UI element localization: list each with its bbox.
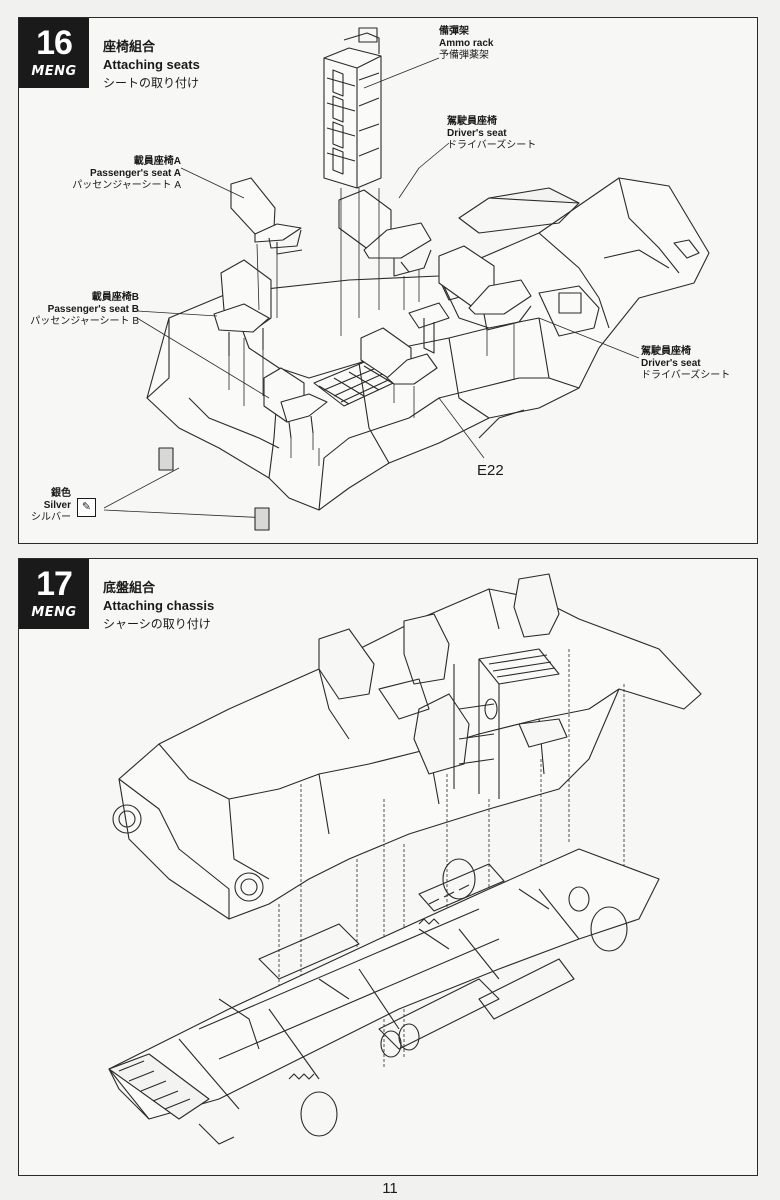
silver-paint-label: 銀色 Silver シルバー [31,488,71,523]
driver-seat-top-label: 駕駛員座椅 Driver's seat ドライバーズシート [447,116,537,151]
step-17-badge: 17 MENG [19,559,89,629]
hull-outline [147,178,709,510]
page-number: 11 [382,1180,398,1197]
upper-hull-outline [113,574,701,919]
step-16-number: 16 [36,24,73,62]
ammo-rack-label: 備彈架 Ammo rack 予備弾薬架 [439,26,494,61]
middle-seat-part [361,328,437,384]
step-16-title-jp: シートの取り付け [103,76,200,90]
step-17-titles: 底盤組合 Attaching chassis シャーシの取り付け [103,579,214,633]
step-16-titles: 座椅組合 Attaching seats シートの取り付け [103,38,200,92]
part-code-e22: E22 [477,462,504,479]
driver-seat-top-part [339,190,431,276]
step-17-title-jp: シャーシの取り付け [103,617,211,631]
passenger-seat-a-part [231,178,302,254]
chassis-part [109,849,659,1144]
step-17-number: 17 [36,565,73,603]
step-16-title-en: Attaching seats [103,57,200,72]
step-17-brand: MENG [31,605,77,620]
step-16-assembly-drawing [19,18,757,543]
ammo-rack-part [324,28,381,188]
step-17-title-cn: 底盤組合 [103,580,156,595]
step-17-title-en: Attaching chassis [103,598,215,613]
step-16-panel: 16 MENG 座椅組合 Attaching seats シートの取り付け [18,17,758,544]
passenger-seat-b-part [214,260,271,356]
passenger-seat-b-label: 載員座椅B Passenger's seat B パッセンジャーシート B [30,292,139,327]
step-16-brand: MENG [31,64,77,79]
driver-seat-right-label: 駕駛員座椅 Driver's seat ドライバーズシート [641,346,731,381]
step-17-panel: 17 MENG 底盤組合 Attaching chassis シャーシの取り付け [18,558,758,1176]
step-16-badge: 16 MENG [19,18,89,88]
step-17-assembly-drawing [19,559,757,1175]
assembly-guide-arrows [229,188,514,466]
step-16-title-cn: 座椅組合 [103,39,156,54]
driver-seat-right-part [439,246,531,330]
passenger-seat-a-label: 載員座椅A Passenger's seat A パッセンジャーシート A [72,156,181,191]
passenger-seat-lower-part [264,368,327,438]
brush-icon: ✎ [77,498,96,517]
callout-leaders [104,58,639,518]
